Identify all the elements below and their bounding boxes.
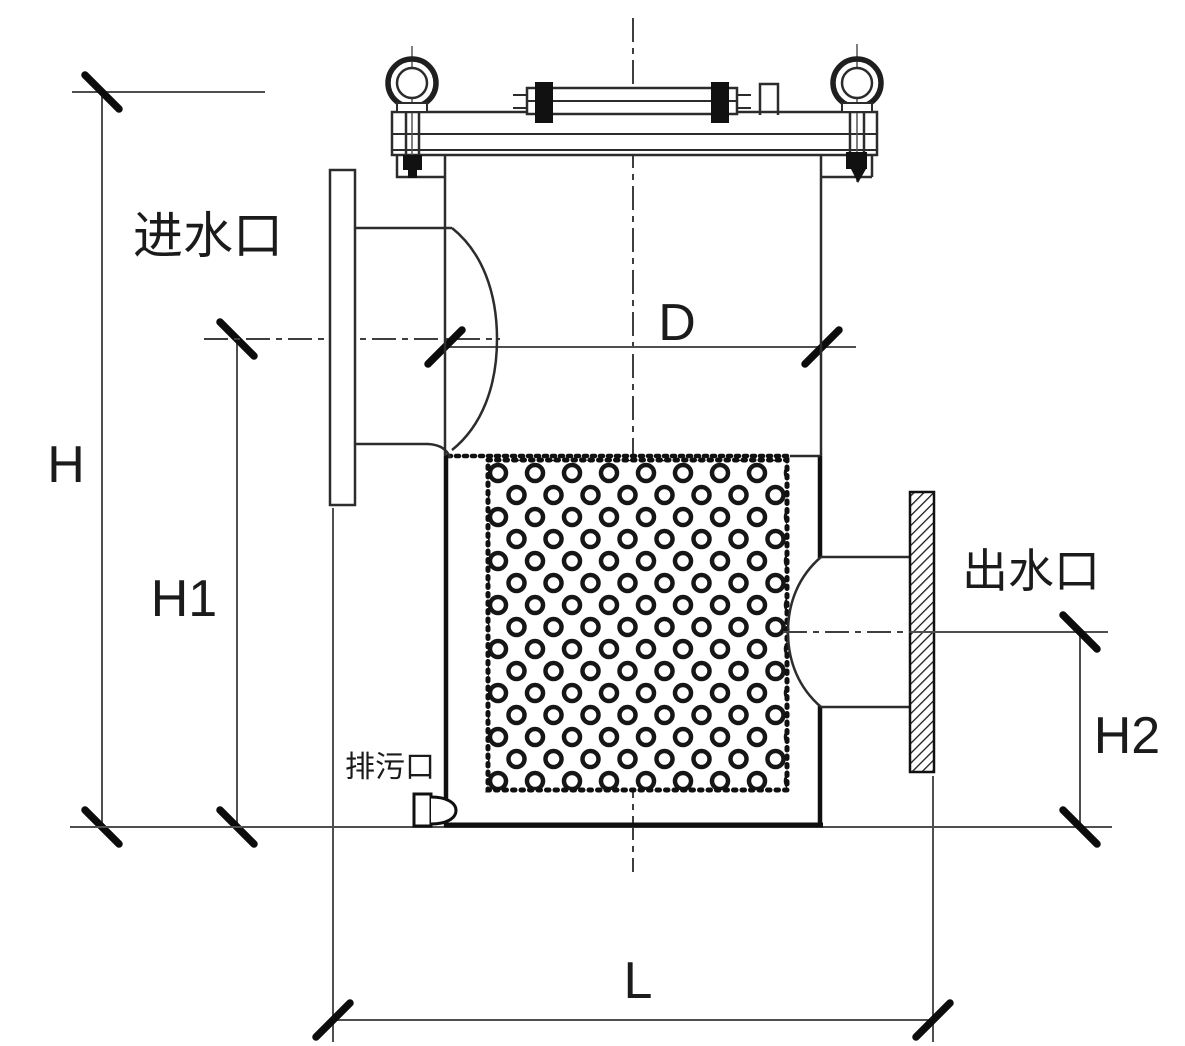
h-tick-top — [81, 71, 123, 113]
vessel-shell — [443, 155, 823, 828]
lifting-handle — [513, 82, 751, 123]
drain-cap — [430, 795, 458, 826]
l-tick-right — [912, 999, 954, 1041]
inlet-assembly — [328, 168, 499, 507]
eyebolt-right-ring-inner — [840, 66, 874, 100]
h1-label: H1 — [151, 570, 217, 628]
lid-assembly — [385, 44, 884, 183]
l-tick-left — [312, 999, 354, 1041]
eyebolt-right-tip — [851, 169, 866, 183]
inlet-penetration-curve — [451, 227, 499, 451]
drain-label: 排污口 — [345, 751, 435, 784]
outlet-label: 出水口 — [962, 545, 1100, 597]
eyebolt-left-nut — [403, 155, 422, 170]
eyebolt-right-nut — [846, 152, 867, 169]
drain-fitting — [412, 792, 458, 828]
dimension-h: H — [47, 71, 265, 848]
h2-label: H2 — [1094, 707, 1160, 765]
eyebolt-left-washer — [396, 102, 428, 113]
dimension-d: D — [424, 294, 856, 368]
outlet-assembly — [783, 490, 1108, 774]
d-label: D — [658, 294, 696, 352]
lid-bracket-left — [395, 155, 446, 179]
eyebolt-right-icon — [830, 44, 884, 183]
inlet-nozzle-bottom — [355, 442, 452, 459]
h2-tick-bottom — [1059, 806, 1101, 848]
drain-body — [412, 792, 433, 828]
l-label: L — [624, 952, 653, 1010]
handle-bolt-left — [535, 82, 553, 123]
h-label: H — [47, 436, 85, 494]
dimension-h1: H1 — [151, 318, 258, 848]
handle-bolt-right — [711, 82, 729, 123]
dimension-l: L — [312, 508, 954, 1042]
eyebolt-left-ring-inner — [395, 66, 429, 100]
h2-tick-top — [1059, 611, 1101, 653]
filter-basket-screen — [485, 457, 790, 793]
inlet-flange — [328, 168, 357, 507]
inlet-label: 进水口 — [133, 208, 283, 264]
eyebolt-left-tip — [408, 170, 417, 178]
vent-plug — [758, 82, 780, 115]
eyebolt-right-washer — [841, 102, 873, 113]
eyebolt-left-icon — [385, 46, 439, 178]
lid-bracket-right — [822, 155, 874, 179]
dimension-h2: H2 — [1059, 611, 1160, 848]
